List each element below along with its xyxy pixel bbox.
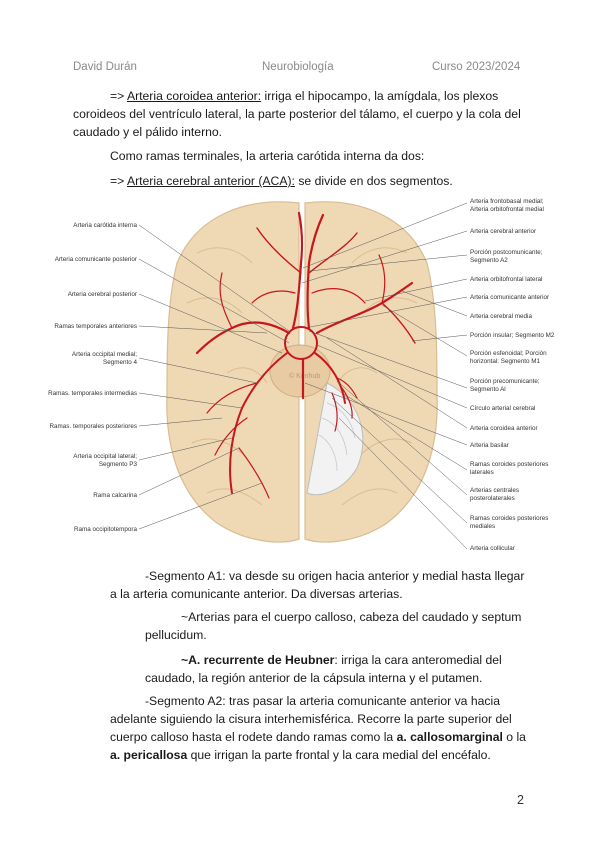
label-orbitofrontal-medial: Arteria orbitofrontal medial bbox=[470, 206, 544, 213]
seg-a2-line2: adelante siguiendo la cisura interhemisf… bbox=[110, 712, 512, 726]
leader-lines-right bbox=[301, 202, 468, 550]
label-rama-occipitotempora: Rama occipitotempora bbox=[74, 526, 137, 533]
label-cerebral-posterior: Arteria cerebral posterior bbox=[68, 291, 137, 298]
label-coroides-posteriores-laterales: Ramas coroides posteriores bbox=[470, 461, 548, 468]
heubner-line2: caudado, la región anterior de la cápsul… bbox=[145, 671, 483, 685]
label-centrales-posterolaterales: Arterias centrales bbox=[470, 487, 519, 494]
label-mediales: mediales bbox=[470, 523, 495, 530]
label-frontobasal-medial: Arteria frontobasal medial; bbox=[470, 198, 544, 205]
label-occipital-lateral: Arteria occipital lateral; bbox=[73, 453, 137, 460]
seg-a2-line3: cuerpo calloso hasta el rodete dando ram… bbox=[110, 728, 526, 747]
labels-left: Arteria carótida interna Arteria comunic… bbox=[48, 222, 137, 533]
para-text: irriga el hipocampo, la amígdala, los pl… bbox=[261, 89, 499, 103]
seg-a2-line4: a. pericallosa que irrigan la parte fron… bbox=[110, 746, 491, 765]
para-text: cuerpo calloso hasta el rodete dando ram… bbox=[110, 730, 397, 744]
label-cerebral-anterior: Arteria cerebral anterior bbox=[470, 228, 536, 235]
watermark: © Kenhub bbox=[289, 372, 320, 380]
header-subject: Neurobiología bbox=[262, 61, 334, 73]
heubner-line1: ~A. recurrente de Heubner: irriga la car… bbox=[181, 651, 502, 670]
label-rama-calcarina: Rama calcarina bbox=[93, 492, 137, 499]
header-author: David Durán bbox=[73, 61, 137, 73]
term-aca: Arteria cerebral anterior (ACA): bbox=[126, 174, 295, 188]
label-segmento-4: Segmento 4 bbox=[103, 359, 137, 366]
label-orbitofrontal-lateral: Arteria orbitofrontal lateral bbox=[470, 276, 542, 283]
label-porcion-precomunicante: Porción precomunicante; bbox=[470, 378, 540, 385]
label-collicular: Arteria collicular bbox=[470, 545, 515, 552]
brain-illustration: © Kenhub bbox=[166, 201, 438, 543]
label-segmento-a2: Segmento A2 bbox=[470, 257, 508, 264]
label-coroides-posteriores-mediales: Ramas coroides posteriores bbox=[470, 515, 548, 522]
label-segmento-m1: horizontal: Segmento M1 bbox=[470, 358, 541, 365]
label-porcion-postcomunicante: Porción postcomunicante; bbox=[470, 249, 543, 256]
page-number: 2 bbox=[517, 793, 524, 807]
label-carotida-interna: Arteria carótida interna bbox=[73, 222, 137, 229]
artery-network bbox=[195, 211, 416, 499]
label-laterales: laterales bbox=[470, 469, 494, 476]
label-porcion-insular: Porción insular; Segmento M2 bbox=[470, 332, 555, 339]
label-temporales-intermedias: Ramas. temporales intermedias bbox=[48, 390, 137, 397]
label-coroidea-anterior: Arteria coroidea anterior bbox=[470, 425, 538, 432]
arrow-marker: => bbox=[110, 89, 127, 103]
header-course: Curso 2023/2024 bbox=[432, 61, 521, 73]
heubner-prefix: ~ bbox=[181, 653, 189, 667]
term-coroidea-anterior: Arteria coroidea anterior: bbox=[126, 89, 262, 103]
seg-a2-line1: -Segmento A2: tras pasar la arteria comu… bbox=[145, 694, 500, 708]
term-callosomarginal: a. callosomarginal bbox=[396, 730, 503, 744]
label-comunicante-anterior: Arteria comunicante anterior bbox=[470, 294, 549, 301]
label-temporales-posteriores: Ramas. temporales posteriores bbox=[50, 423, 138, 430]
para-coroidea-line1: => Arteria coroidea anterior: irriga el … bbox=[110, 87, 498, 106]
term-heubner: A. recurrente de Heubner bbox=[188, 653, 335, 667]
leader-lines-left bbox=[138, 224, 290, 530]
label-posterolaterales: posterolaterales bbox=[470, 495, 515, 502]
label-segmento-p3: Segmento P3 bbox=[99, 461, 138, 468]
para-text: : irriga la cara anteromedial del bbox=[334, 653, 502, 667]
label-comunicante-posterior: Arteria comunicante posterior bbox=[55, 256, 137, 263]
callosal-line1: ~Arterias para el cuerpo calloso, cabeza… bbox=[181, 610, 522, 624]
term-pericallosa: a. pericallosa bbox=[110, 748, 188, 762]
brain-arteries-figure: © Kenhub bbox=[48, 198, 555, 552]
labels-right: Arteria frontobasal medial; Arteria orbi… bbox=[470, 198, 555, 552]
label-porcion-esfenoidal: Porción esfenoidal; Porción bbox=[470, 350, 547, 357]
para-text: o la bbox=[502, 730, 526, 744]
label-circulo-arterial: Círculo arterial cerebral bbox=[470, 405, 535, 412]
seg-a1-line2: a la arteria comunicante anterior. Da di… bbox=[110, 587, 403, 601]
seg-a1-line1: -Segmento A1: va desde su origen hacia a… bbox=[145, 569, 525, 583]
callosal-line2: pellucidum. bbox=[145, 628, 207, 642]
para-aca: => Arteria cerebral anterior (ACA): se d… bbox=[110, 172, 453, 191]
label-basilar: Arteria basilar bbox=[470, 442, 509, 449]
para-coroidea-line2: coroideos del ventrículo lateral, la par… bbox=[73, 107, 521, 121]
label-cerebral-media: Arteria cerebral media bbox=[470, 313, 532, 320]
arrow-marker: => bbox=[110, 174, 127, 188]
label-temporales-anteriores: Ramas temporales anteriores bbox=[54, 323, 137, 330]
para-text: se divide en dos segmentos. bbox=[294, 174, 453, 188]
para-text: que irrigan la parte frontal y la cara m… bbox=[187, 748, 491, 762]
para-coroidea-line3: caudado y el pálido interno. bbox=[73, 125, 223, 139]
label-occipital-medial: Arteria occipital medial; bbox=[72, 351, 137, 358]
para-ramas-terminales: Como ramas terminales, la arteria caróti… bbox=[110, 149, 425, 163]
label-segmento-a1: Segmento Al bbox=[470, 386, 506, 393]
